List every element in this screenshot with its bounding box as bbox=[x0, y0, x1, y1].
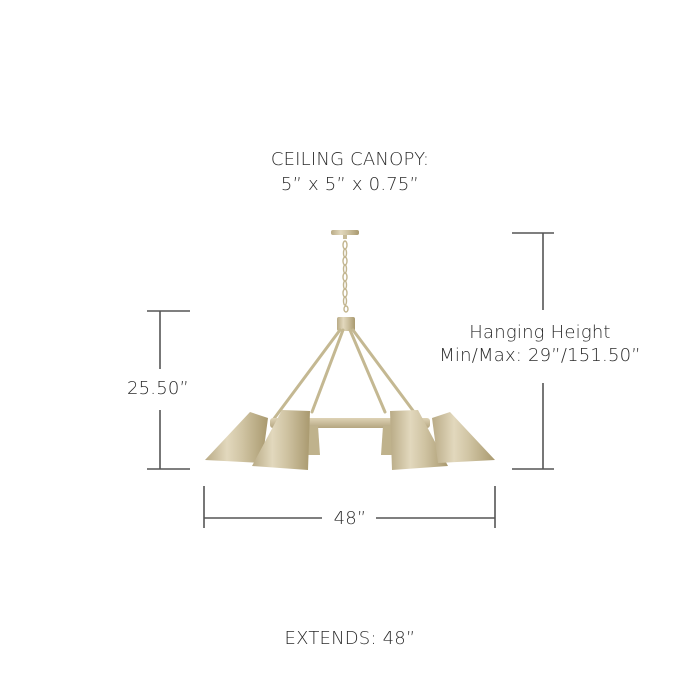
chandelier-icon bbox=[205, 230, 495, 470]
canopy-title: CEILING CANOPY: bbox=[270, 149, 430, 170]
fixture-height-label: 25.50” bbox=[126, 378, 190, 399]
fixture-width-label: 48” bbox=[333, 508, 367, 529]
hanging-height-minmax: Min/Max: 29”/151.50” bbox=[439, 345, 641, 366]
hanging-height-dimension bbox=[512, 232, 554, 470]
fixture-height-dimension bbox=[147, 310, 190, 470]
hanging-height-label: Hanging Height bbox=[469, 322, 611, 343]
extends-label: EXTENDS: 48” bbox=[284, 628, 416, 649]
canopy-dimensions: 5” x 5” x 0.75” bbox=[280, 174, 420, 195]
fixture-width-dimension bbox=[203, 486, 496, 528]
